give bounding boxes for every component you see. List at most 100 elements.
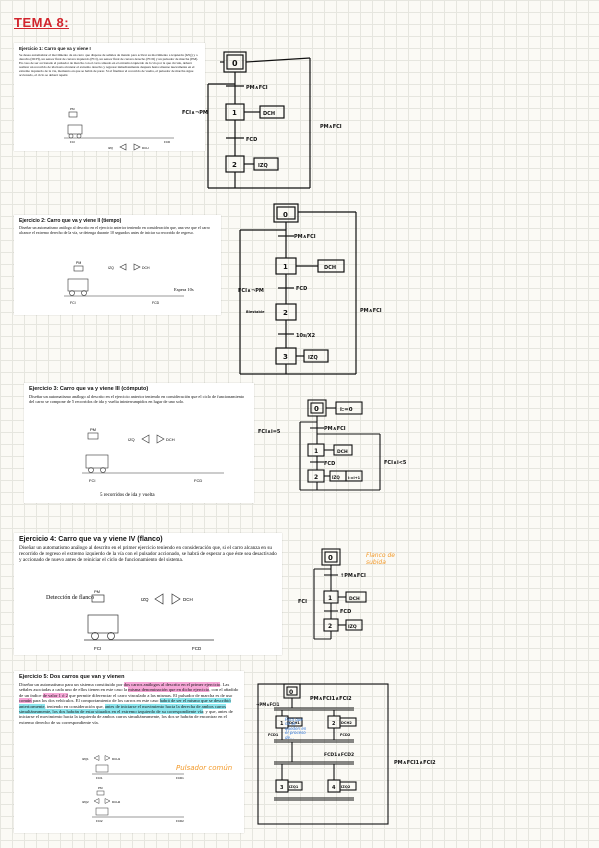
- g3-step-2: 2: [314, 474, 318, 481]
- fig2-fci-label: FCI: [70, 301, 76, 305]
- exercise-2-figure: PM IZQ DCH FCI FCD Espera 10s: [64, 261, 194, 305]
- g1-action-2: IZQ: [258, 163, 268, 169]
- grafcet-2: 0 1 DCH 2 3 IZQ PM∧FCI FCD 10s/X2 FCI∧¬P…: [238, 203, 382, 375]
- g3-step-0: 0: [314, 405, 319, 413]
- exercise-5-card: Ejercicio 5: Dos carros que van y vienen…: [14, 671, 244, 833]
- fig1-pm-label: PM: [70, 107, 75, 111]
- grafcet-4-note: Flanco de subida: [366, 552, 395, 567]
- fig4-right-arrow-icon: [171, 593, 181, 605]
- fig1-dch-label: DCH: [142, 146, 149, 150]
- fig2-wait-label: Espera 10s: [174, 287, 194, 292]
- fig5-left-arrow-1-icon: [93, 755, 100, 761]
- fig2-pm-label: PM: [76, 261, 81, 265]
- fig3-caption: 5 recorridos de ida y vuelta: [100, 493, 155, 498]
- g2-step-1: 1: [283, 263, 288, 271]
- g5-transition-fcd2: FCD2: [340, 733, 351, 737]
- fig4-fci-label: FCI: [94, 646, 101, 651]
- grafcet-3: 0 i:=0 1 DCH 2 IZQ i:=i+1 PM∧FCI FCD FCI…: [258, 399, 407, 491]
- fig5-left-arrow-2-icon: [93, 798, 100, 804]
- g3-action-1: DCH: [337, 449, 348, 455]
- fig5-izq2-label: IZQ2: [82, 800, 89, 804]
- fig5-right-arrow-1-icon: [104, 755, 111, 761]
- g1-step-0: 0: [232, 59, 238, 68]
- g3-transition-fcd: FCD: [324, 461, 335, 467]
- fig2-fcd-label: FCD: [152, 301, 160, 305]
- fig5-fcd2-label: FCD2: [176, 819, 184, 823]
- fig4-fcd-label: FCD: [192, 646, 202, 651]
- g5-transition-start: PM∧FCI1∧FCI2: [310, 696, 352, 702]
- ex5-highlight-4: común: [19, 698, 32, 704]
- g2-transition-loop: PM∧FCI: [360, 308, 382, 314]
- g4-action-2: IZQ: [348, 624, 357, 630]
- g2-step-2: 2: [283, 309, 288, 317]
- g2-step-0: 0: [283, 211, 288, 219]
- ex5-text-1: Diseñar un automatismo para un sistema c…: [19, 682, 124, 687]
- fig5-fci2-label: FCI2: [96, 819, 103, 823]
- g2-transition-timer: 10s/X2: [296, 333, 316, 339]
- fig5-fcd1-label: FCD1: [176, 776, 184, 780]
- g3-action-2a: IZQ: [332, 475, 340, 480]
- exercise-4-card: Ejercicio 4: Carro que va y viene IV (fl…: [14, 533, 282, 655]
- g2-transition-side: FCI∧¬PM: [238, 288, 264, 294]
- g1-transition-loop: PM∧FCI: [320, 124, 342, 130]
- g5-step-1: 1: [280, 721, 284, 727]
- g3-transition-side: FCI∧i=5: [258, 429, 281, 435]
- fig3-fcd-label: FCD: [194, 478, 202, 483]
- g1-step-1: 1: [232, 109, 237, 117]
- g4-transition-side: FCI: [298, 599, 307, 605]
- g4-transition-start: ↑PM∧FCI: [340, 573, 366, 579]
- fig4-izq-label: IZQ: [141, 597, 149, 602]
- fig1-cart-icon: [67, 124, 83, 135]
- exercise-4-title: Ejercicio 4: Carro que va y viene IV (fl…: [19, 536, 163, 543]
- g5-step-4: 4: [332, 785, 336, 791]
- fig4-left-arrow-icon: [154, 593, 164, 605]
- g5-transition-right: PM∧FCI1∧FCI2: [394, 760, 436, 766]
- exercise-1-text: Se desea automatizar el movimiento de un…: [19, 53, 199, 78]
- fig5-dch1-label: DCH1: [112, 757, 120, 761]
- fig2-left-arrow-icon: [119, 263, 127, 271]
- g5-action-4: IZQ2: [341, 785, 351, 789]
- exercise-4-text: Diseñar un automatismo análogo al descri…: [19, 545, 277, 564]
- fig5-right-arrow-2-icon: [104, 798, 111, 804]
- ex5-text-3: , con el añadido de un índice: [19, 687, 239, 698]
- g2-action-3: IZQ: [308, 355, 318, 361]
- ex5-text-5: para los dos vehículos. El comportamient…: [31, 698, 160, 704]
- g1-transition-fcd: FCD: [246, 137, 257, 143]
- ex5-text-7: ; y que, antes de iniciarse el movimient…: [19, 709, 233, 725]
- g1-action-1: DCH: [263, 111, 275, 117]
- exercise-3-text: Diseñar un automatismo análogo al descri…: [29, 394, 245, 405]
- g3-step-1: 1: [314, 448, 318, 455]
- exercise-2-text: Diseñar un automatismo análogo al descri…: [19, 225, 210, 235]
- g5-transition-mid: FCD1∧FCD2: [324, 752, 354, 758]
- ex5-highlight-2: misma denominación que en dicho ejercici…: [128, 687, 210, 693]
- g5-action-1: DCH1: [289, 721, 300, 725]
- fig5-pm-label: PM: [98, 786, 103, 790]
- fig3-left-arrow-icon: [141, 434, 150, 444]
- exercise-5-title: Ejercicio 5: Dos carros que van y vienen: [19, 674, 125, 680]
- grafcet-4: 0 1 DCH 2 IZQ ↑PM∧FCI FCD FCI: [298, 548, 367, 640]
- g5-transition-fcd1: FCD1: [268, 733, 279, 737]
- fig1-izq-label: IZQ: [108, 146, 114, 150]
- fig3-cart-icon: [85, 454, 109, 469]
- exercise-5-text: Diseñar un automatismo para un sistema c…: [19, 682, 239, 725]
- exercise-2-title: Ejercicio 2: Carro que va y viene II (ti…: [19, 218, 122, 224]
- exercise-2-card: Ejercicio 2: Carro que va y viene II (ti…: [14, 215, 221, 315]
- fig3-right-arrow-icon: [156, 434, 165, 444]
- fig2-right-arrow-icon: [133, 263, 141, 271]
- exercise-3-figure: PM IZQ DCH FCI FCD 5 recorridos de ida y…: [82, 427, 224, 498]
- fig3-fci-label: FCI: [89, 478, 95, 483]
- g4-action-1: DCH: [349, 596, 360, 602]
- annotation-pulsador-comun: Pulsador común: [176, 764, 233, 772]
- fig4-flank-label: Detección de flanco: [46, 594, 94, 601]
- fig5-cart-1-icon: [95, 764, 109, 773]
- g2-note: Biestable: [246, 310, 265, 314]
- g1-transition-side: FCI∧¬PM: [182, 110, 208, 116]
- g2-action-1: DCH: [324, 265, 336, 271]
- fig3-dch-label: DCH: [166, 437, 175, 442]
- ex5-highlight-1: dos carros análogos al descrito en el pr…: [123, 682, 221, 687]
- ex5-text-2: . Las señales asociadas a cada uno de el…: [19, 682, 230, 693]
- fig2-izq-label: IZQ: [108, 266, 114, 270]
- ex5-highlight-3: de valor 1 ó 2: [42, 692, 68, 698]
- grafcet-1: 0 1 DCH 2 IZQ PM∧FCI FCD FCI∧¬PM PM∧FCI: [182, 51, 342, 189]
- exercise-1-figure: PM IZQ DCH FCI FCD: [64, 107, 174, 151]
